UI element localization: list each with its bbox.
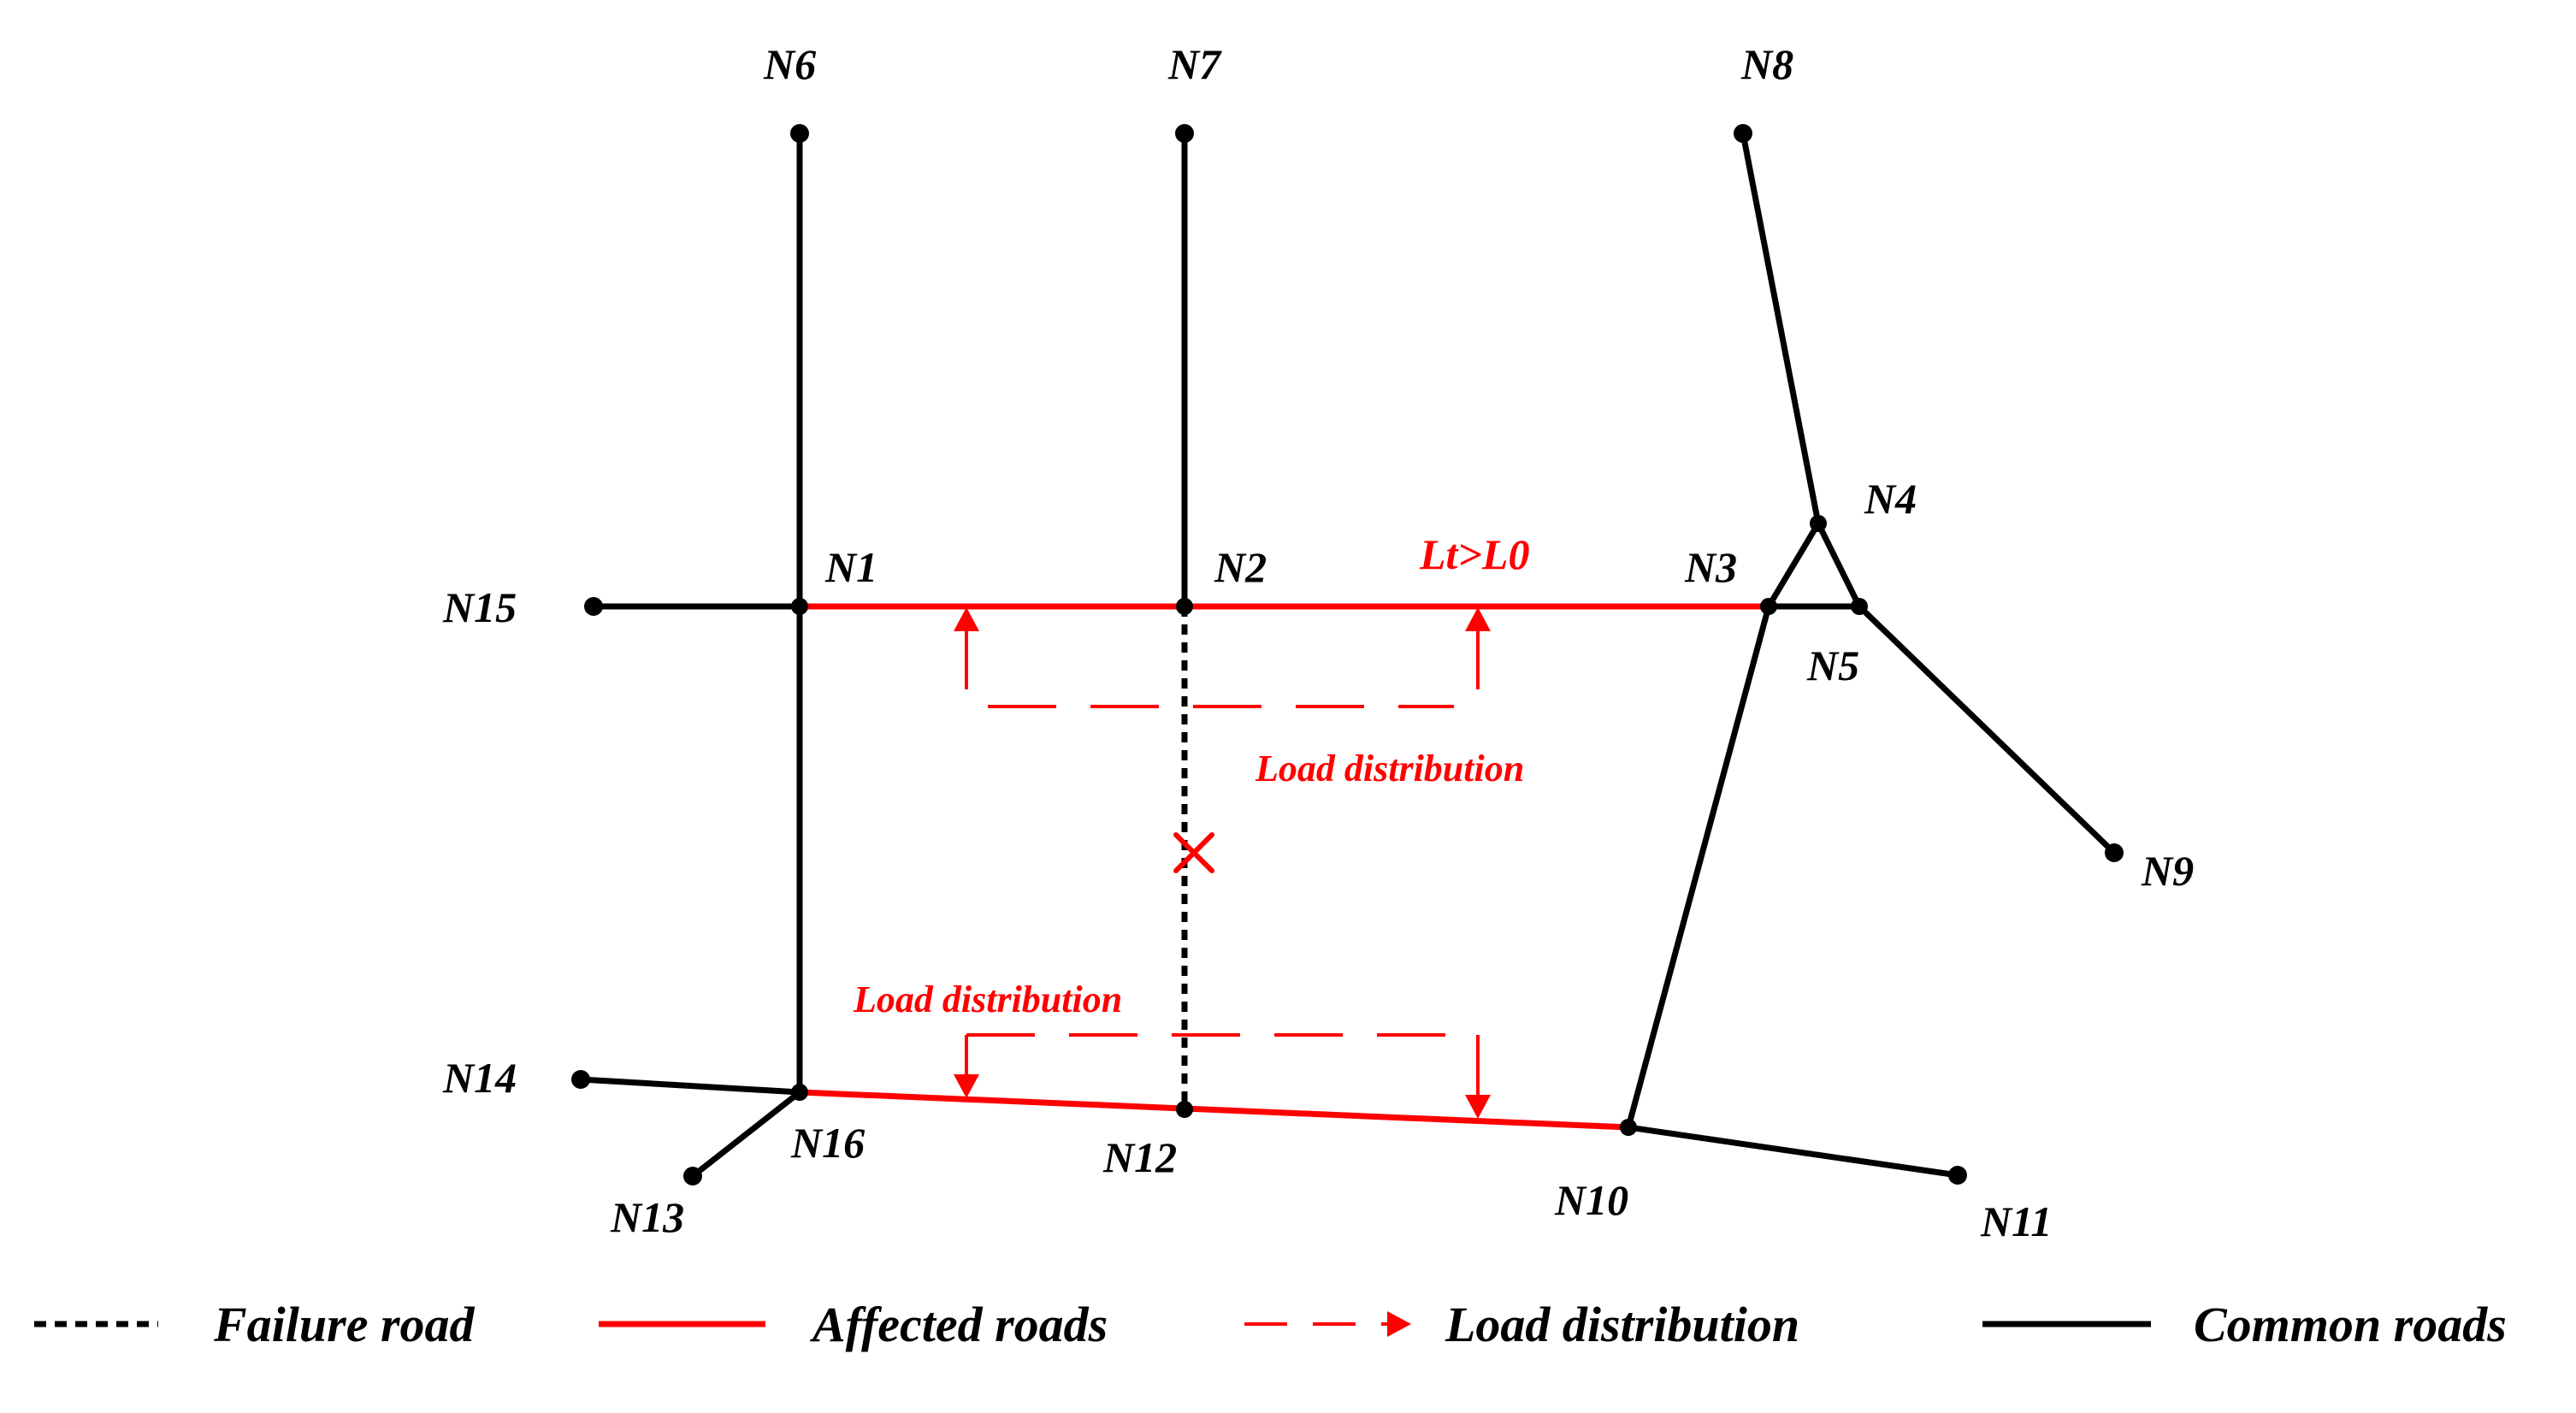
node-n6	[790, 124, 809, 143]
label-n14: N14	[442, 1054, 517, 1102]
road-n5-n9	[1856, 603, 2118, 856]
road-n3-n10	[1625, 603, 1772, 1131]
label-n3: N3	[1684, 543, 1737, 591]
label-n2: N2	[1214, 543, 1267, 591]
load-arrowheads-top	[954, 607, 1491, 631]
legend-common-label: Common roads	[2194, 1297, 2507, 1352]
node-n14	[571, 1070, 590, 1089]
node-n3	[1760, 598, 1777, 615]
label-n4: N4	[1864, 475, 1917, 523]
load-distribution-top	[965, 618, 1480, 708]
road-n8-n4	[1740, 130, 1822, 527]
label-n6: N6	[763, 40, 816, 88]
legend-load-label: Load distribution	[1445, 1297, 1799, 1352]
node-n1	[791, 598, 808, 615]
node-n4	[1810, 515, 1827, 532]
node-markers	[571, 124, 2124, 1185]
road-n14-n16	[577, 1076, 803, 1096]
affected-road-n16-n10	[796, 1089, 1632, 1131]
common-roads	[577, 130, 2118, 1179]
legend-failure-label: Failure road	[213, 1297, 476, 1352]
overload-label: Lt>L0	[1419, 530, 1529, 578]
load-distribution-bottom	[965, 1033, 1480, 1107]
load-arrowheads-bottom	[954, 1074, 1491, 1119]
node-n12	[1176, 1101, 1193, 1118]
node-n15	[584, 597, 603, 616]
node-n9	[2105, 843, 2124, 862]
node-n11	[1948, 1166, 1967, 1185]
label-n15: N15	[442, 583, 517, 631]
annotations: Lt>L0 Load distribution Load distributio…	[853, 530, 1529, 1020]
node-labels: N6 N7 N8 N1 N2 N3 N4 N5 N9 N15 N14 N16 N…	[442, 40, 2194, 1245]
node-n10	[1620, 1119, 1637, 1136]
label-n11: N11	[1980, 1197, 2052, 1245]
road-n16-n13	[689, 1089, 803, 1179]
road-n4-n3	[1765, 520, 1822, 610]
label-n16: N16	[790, 1119, 865, 1167]
label-n12: N12	[1102, 1133, 1177, 1181]
failure-cross-icon	[1173, 832, 1214, 873]
legend-load-arrow-icon	[1387, 1311, 1411, 1337]
legend: Failure road Affected roads Load distrib…	[34, 1297, 2507, 1352]
label-n13: N13	[610, 1193, 684, 1241]
node-n16	[791, 1084, 808, 1101]
affected-roads	[796, 603, 1772, 1131]
load-distribution-label-top: Load distribution	[1255, 748, 1524, 789]
label-n10: N10	[1554, 1176, 1628, 1224]
node-n7	[1175, 124, 1194, 143]
node-n8	[1734, 124, 1752, 143]
label-n9: N9	[2141, 847, 2194, 895]
node-n13	[683, 1167, 702, 1185]
node-n2	[1176, 598, 1193, 615]
node-n5	[1851, 598, 1868, 615]
label-n8: N8	[1740, 40, 1793, 88]
legend-affected-label: Affected roads	[810, 1297, 1108, 1352]
road-n4-n5	[1815, 520, 1863, 610]
label-n1: N1	[824, 543, 877, 591]
label-n5: N5	[1806, 641, 1859, 689]
label-n7: N7	[1167, 40, 1222, 88]
road-n10-n11	[1625, 1124, 1961, 1179]
load-distribution-label-bottom: Load distribution	[853, 978, 1122, 1020]
